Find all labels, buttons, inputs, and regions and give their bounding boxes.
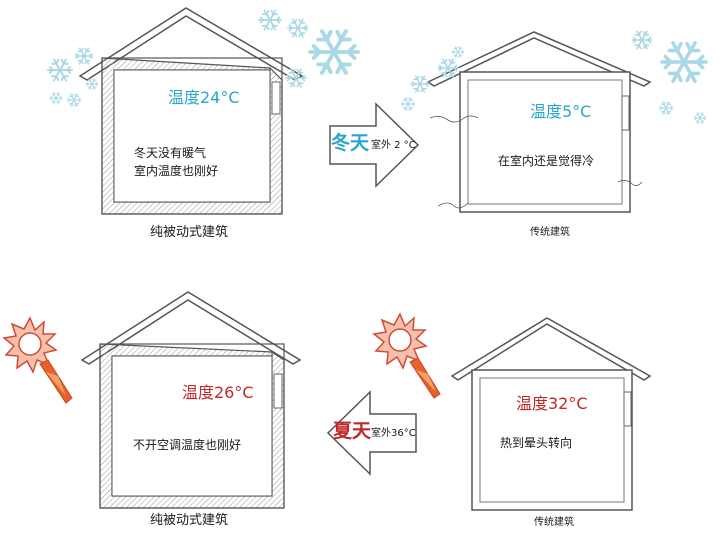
wall-inner [111,355,273,497]
draft-crack-icon [437,202,469,209]
sun-left [2,316,73,404]
wall-inner [467,79,623,205]
summer-outside-temp: 室外36°C [371,428,416,439]
traditional-winter-caption: 传统建筑 [530,227,570,238]
house-summer-passive [80,291,302,509]
passive-summer-temp: 温度26°C [182,383,254,402]
passive-winter-note-line2: 室内温度也刚好 [134,164,219,178]
arrow-left-icon [326,390,417,476]
window [271,81,281,115]
snowflake-icon [693,112,707,124]
traditional-summer-temp: 温度32°C [516,394,588,413]
wall-outline [101,57,283,215]
window [621,95,630,131]
snowflake-icon [451,46,465,58]
traditional-summer-note: 热到晕头转向 [500,436,573,450]
roof [426,31,652,87]
wall-outline [99,343,285,509]
window [623,391,632,427]
snowflake-icon [308,29,360,75]
sun-icon [372,312,428,370]
passive-summer-note: 不开空调温度也刚好 [133,438,242,452]
snowflake-icon [658,101,674,115]
snowflake-icon [74,47,94,65]
snowflake-icon [47,58,73,82]
sun-icon [2,316,58,374]
summer-season-label: 夏天 [333,420,372,442]
draft-crack-icon [429,115,479,123]
winter-outside-temp: 室外 2 °C [371,140,416,151]
draft-crack-icon [617,180,643,186]
passive-summer-caption: 纯被动式建筑 [150,513,229,528]
house-winter-passive [78,7,304,215]
house-winter-traditional [426,31,652,213]
snowflake-icon [66,93,82,107]
wall-inner [113,69,271,203]
snowflake-icon [287,18,309,38]
passive-winter-note-line1: 冬天没有暖气 [134,146,207,160]
snowflake-icon [410,75,430,93]
snowflake-icon [400,97,416,111]
passive-winter-temp: 温度24°C [168,88,240,107]
sun-right [372,312,441,399]
window [273,373,283,409]
heat-ray-icon [46,372,66,396]
winter-season-label: 冬天 [331,132,370,154]
traditional-winter-note: 在室内还是觉得冷 [498,154,595,168]
wall-inner [479,377,625,503]
traditional-winter-temp: 温度5°C [530,102,592,121]
roof [80,291,302,365]
arrow-right-icon [329,102,420,188]
roof [450,317,652,381]
house-summer-traditional [450,317,652,511]
heat-ray-icon [416,370,436,392]
snowflake-icon [660,41,708,83]
snowflake-icon [631,30,653,50]
traditional-summer-caption: 传统建筑 [534,517,574,528]
snowflake-icon [49,92,63,104]
snowflake-icon [258,9,282,31]
passive-winter-caption: 纯被动式建筑 [150,225,229,240]
